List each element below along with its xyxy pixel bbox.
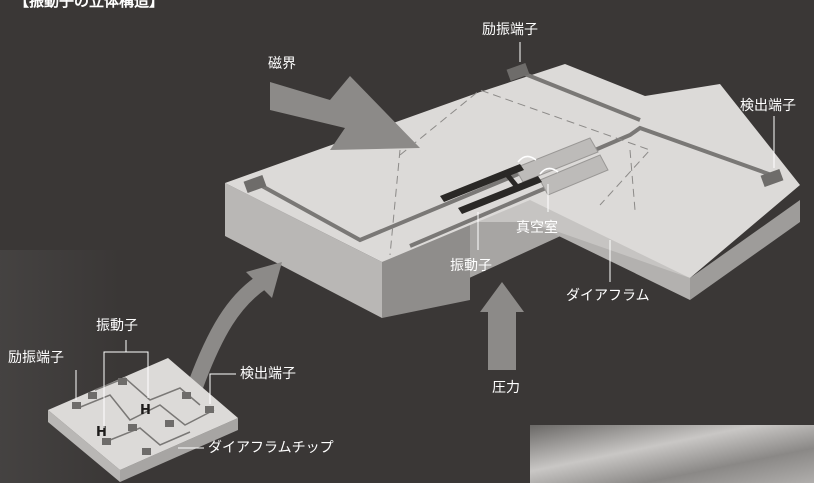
svg-text:H: H [140,403,151,418]
label-excitation-terminal-chip: 励振端子 [8,350,64,366]
zoom-arrow [184,275,267,398]
label-excitation-terminal-top: 励振端子 [482,22,538,38]
photo-inset [530,425,814,483]
label-magnetic-field: 磁界 [268,56,296,72]
vacuum-chamber [514,137,609,196]
label-diaphragm-chip: ダイアフラムチップ [208,440,334,456]
zoom-arrow-head [246,262,282,298]
diaphragm-edge-left [389,149,401,256]
diaphragm-edge-right [629,149,636,211]
pressure-arrow [480,282,524,370]
magnetic-field-arrow [270,76,420,150]
wing-side [690,200,800,300]
label-detection-terminal-chip: 検出端子 [240,366,296,382]
label-resonator-chip: 振動子 [96,318,138,334]
trace-top [519,70,641,122]
diaphragm-chip: H H [48,358,238,482]
label-diaphragm: ダイアフラム [566,288,650,304]
block-front-left [225,183,382,318]
diagram-title: 【振動子の立体構造】 [14,0,164,10]
label-resonator-main: 振動子 [450,258,492,274]
label-vacuum-chamber: 真空室 [516,219,558,236]
label-detection-terminal-right: 検出端子 [740,98,796,114]
cavity-shadow [382,222,470,318]
leader-detection-chip [209,373,236,404]
label-pressure: 圧力 [492,380,520,396]
pad-excitation [506,62,530,82]
resonator-element [440,164,542,214]
pad-detection [760,168,784,188]
trace-lower [409,180,561,248]
svg-text:H: H [96,425,107,440]
pad-left [243,174,267,194]
